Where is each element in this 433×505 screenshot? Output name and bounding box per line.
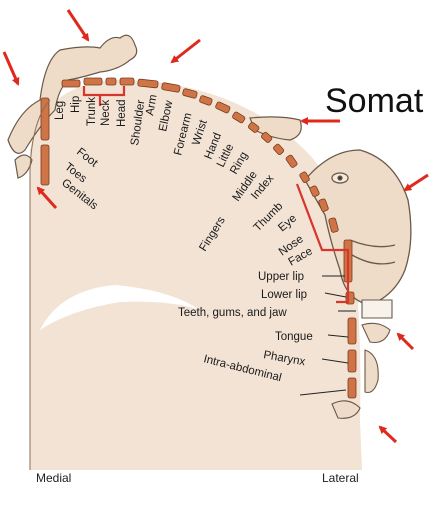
homunculus-body: [7, 34, 302, 179]
medial-boundary: [29, 99, 51, 470]
diagram-title: Somat: [325, 82, 424, 120]
lateral-label: Lateral: [322, 471, 359, 485]
label-hip: Hip: [70, 96, 82, 113]
pointer-arrows: [2, 9, 429, 444]
homunculus-face: [304, 149, 412, 306]
label-teeth-gums-jaw: Teeth, gums, and jaw: [178, 307, 287, 319]
homunculus-oral-parts: [331, 299, 393, 419]
leader-lines: [299, 275, 356, 396]
label-leg: Leg: [54, 101, 66, 120]
medial-label: Medial: [36, 471, 71, 485]
label-head: Head: [116, 100, 128, 128]
label-lower-lip: Lower lip: [261, 289, 307, 301]
cortex-section: [30, 79, 362, 470]
label-neck: Neck: [100, 100, 112, 126]
label-arm: Arm: [144, 94, 159, 117]
label-trunk: Trunk: [86, 97, 98, 126]
highlight-brackets: [82, 86, 350, 304]
white-matter-notch: [40, 285, 200, 330]
label-upper-lip: Upper lip: [258, 271, 304, 283]
cortical-band: [40, 77, 357, 399]
label-tongue: Tongue: [275, 331, 313, 343]
